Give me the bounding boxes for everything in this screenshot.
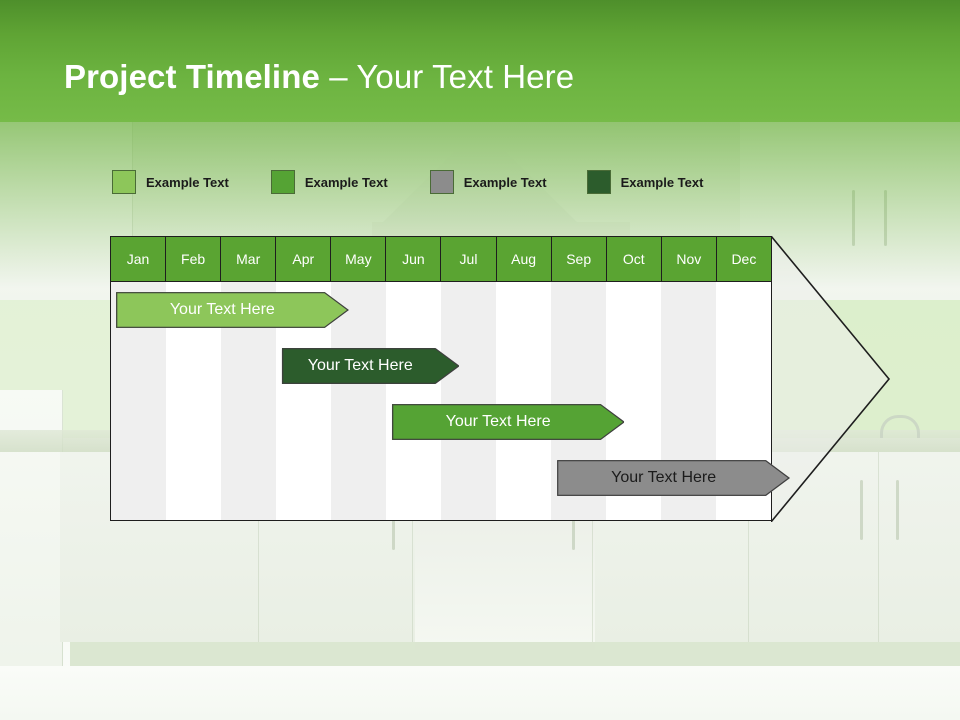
timeline-grid-column-jun [386,282,441,520]
background-cabinet-handle [860,480,863,540]
timeline-month-cell-jul[interactable]: Jul [441,237,497,281]
background-cabinet-handle [884,190,887,246]
timeline-month-cell-mar[interactable]: Mar [221,237,277,281]
background-cabinet-seam [412,452,413,642]
timeline-bar-label: Your Text Here [169,301,275,318]
timeline-month-cell-may[interactable]: May [331,237,387,281]
timeline-grid [110,282,772,521]
timeline-bar-2[interactable]: Your Text Here [281,348,460,384]
page-title: Project Timeline – Your Text Here [64,58,574,96]
background-upper-cabinet [852,120,960,300]
timeline-bar-3[interactable]: Your Text Here [392,404,625,440]
page-title-strong: Project Timeline [64,58,320,95]
background-cabinet-handle [852,190,855,246]
timeline-grid-column-jul [441,282,496,520]
background-cabinet-seam [592,452,593,642]
timeline-grid-column-may [331,282,386,520]
timeline-month-cell-sep[interactable]: Sep [552,237,607,281]
legend-swatch-medium-green [270,170,295,194]
header-band [0,0,960,122]
timeline-grid-column-aug [496,282,551,520]
background-toe-kick [70,642,960,668]
timeline-bar-label: Your Text Here [307,357,413,374]
timeline-month-cell-jun[interactable]: Jun [386,237,442,281]
legend-item-label: Example Text [620,174,704,190]
timeline-month-cell-aug[interactable]: Aug [497,237,552,281]
legend-item[interactable]: Example Text [586,170,704,194]
timeline-bar-outline-icon [116,292,349,328]
timeline-month-cell-apr[interactable]: Apr [276,237,332,281]
timeline-month-cell-dec[interactable]: Dec [731,251,757,267]
background-floor [0,666,960,720]
timeline-month-cell-nov[interactable]: Nov [662,237,717,281]
timeline-month-cell-oct[interactable]: Oct [607,237,662,281]
timeline-bar-outline-icon [281,348,459,384]
background-cabinet-handle [896,480,899,540]
timeline-bar-1[interactable]: Your Text Here [116,292,349,328]
timeline-bar-label: Your Text Here [611,469,717,486]
background-cabinet-seam [258,452,259,642]
timeline-bar-outline-icon [391,404,625,440]
legend-item[interactable]: Example Text [270,170,388,194]
legend-item[interactable]: Example Text [429,170,547,194]
legend-swatch-dark-green [586,170,611,194]
legend-item-label: Example Text [146,174,229,190]
timeline-bar-4[interactable]: Your Text Here [557,460,790,496]
background-cabinet-seam [878,452,879,642]
page-title-light: – Your Text Here [319,58,575,95]
timeline-bar-shape-icon [282,348,460,384]
legend-swatch-gray [429,170,454,194]
legend-item-label: Example Text [304,174,388,190]
timeline-bar-shape-icon [392,404,625,440]
legend-item[interactable]: Example Text [112,170,229,194]
background-cabinet-seam [748,452,749,642]
legend: Example Text Example Text Example Text E… [112,170,733,194]
timeline-month-cell-feb[interactable]: Feb [166,237,222,281]
timeline-bar-shape-icon [116,292,349,328]
timeline-bar-shape-icon [557,460,790,496]
timeline-month-cell-jan[interactable]: Jan [111,237,167,281]
timeline-bar-label: Your Text Here [445,413,551,430]
legend-swatch-light-green [112,170,136,194]
legend-item-label: Example Text [463,174,547,190]
